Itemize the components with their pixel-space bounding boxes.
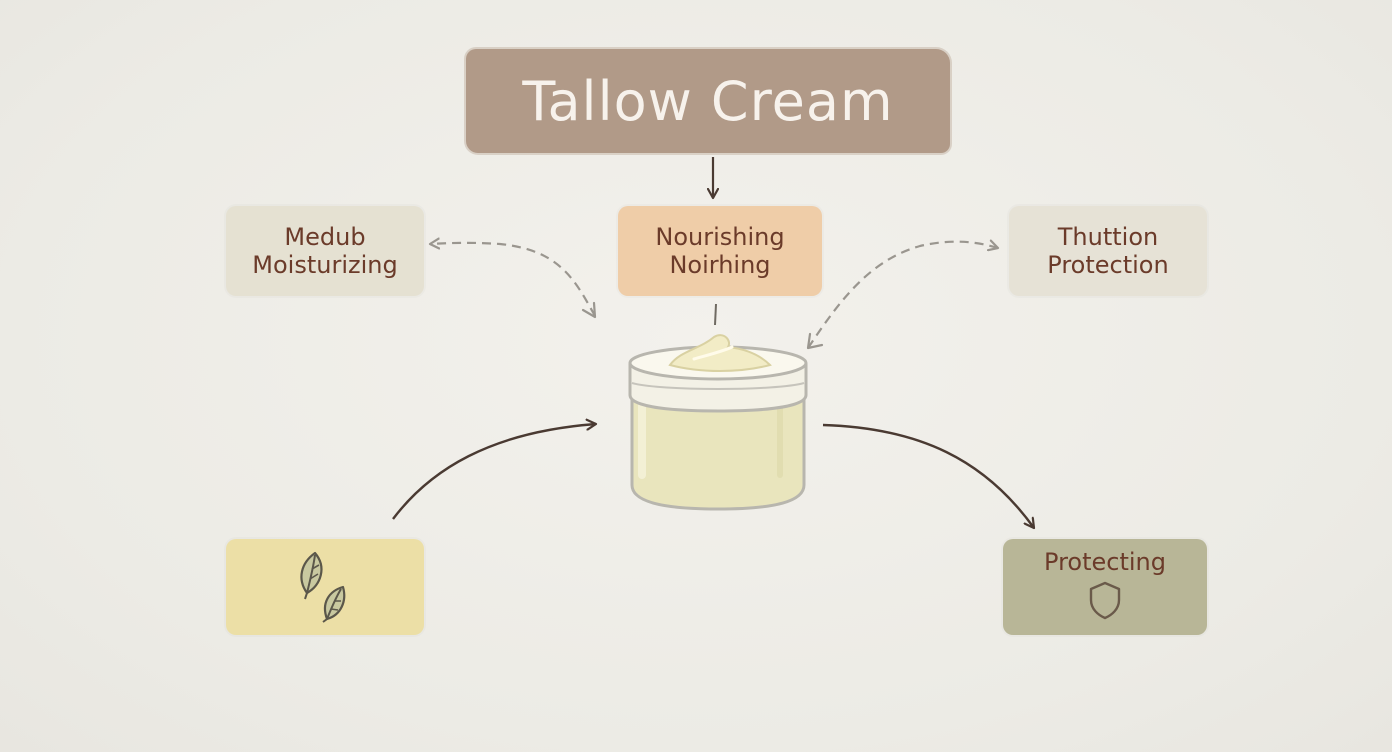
moisturizing-line1: Medub bbox=[284, 223, 366, 251]
dashed-arrowhead-near-jar-left bbox=[581, 301, 597, 319]
dashed-arrow-to-moisturizing bbox=[430, 243, 596, 317]
leaf-to-jar-arrow bbox=[392, 424, 596, 520]
nourishing-line2: Noirhing bbox=[669, 251, 771, 279]
diagram-title: Tallow Cream bbox=[522, 69, 894, 133]
protecting-node: Protecting bbox=[1003, 539, 1207, 635]
protecting-label: Protecting bbox=[1044, 548, 1166, 576]
nourishing-node: Nourishing Noirhing bbox=[618, 206, 822, 296]
title-banner: Tallow Cream bbox=[466, 49, 950, 153]
protection-node: Thuttion Protection bbox=[1009, 206, 1207, 296]
nourishing-to-jar-line bbox=[714, 303, 717, 326]
dashed-arrowhead-near-jar-right bbox=[806, 332, 824, 350]
jar-to-protecting-arrow bbox=[822, 423, 1034, 528]
nourishing-line1: Nourishing bbox=[655, 223, 785, 251]
dashed-arrow-to-protection bbox=[807, 242, 998, 349]
shield-icon bbox=[1087, 580, 1123, 626]
leaf-icon bbox=[293, 547, 357, 631]
leaf-node bbox=[226, 539, 424, 635]
protection-line2: Protection bbox=[1047, 251, 1169, 279]
moisturizing-node: Medub Moisturizing bbox=[226, 206, 424, 296]
cream-jar-icon bbox=[620, 325, 816, 515]
protection-line1: Thuttion bbox=[1057, 223, 1159, 251]
moisturizing-line2: Moisturizing bbox=[252, 251, 398, 279]
